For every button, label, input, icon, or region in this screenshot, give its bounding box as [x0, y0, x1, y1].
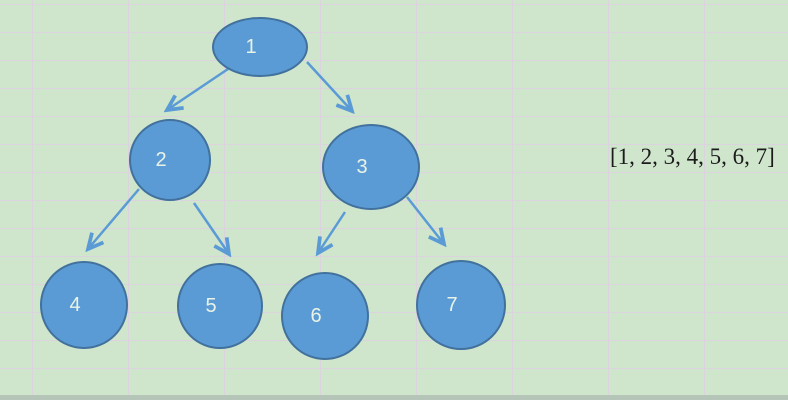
tree-node-2[interactable]: 2: [129, 119, 211, 201]
edge-arrow-2-4: [88, 188, 140, 249]
array-annotation-text: [1, 2, 3, 4, 5, 6, 7]: [610, 144, 775, 169]
tree-node-6[interactable]: 6: [281, 272, 369, 360]
bottom-band: [0, 395, 788, 400]
tree-node-7[interactable]: 7: [416, 260, 506, 350]
tree-node-4[interactable]: 4: [40, 261, 128, 349]
tree-node-3-label: 3: [356, 155, 368, 178]
edge-arrow-3-6: [318, 211, 347, 253]
tree-node-5[interactable]: 5: [177, 263, 263, 349]
edge-arrow-1-3: [306, 61, 352, 111]
tree-node-5-label: 5: [205, 294, 217, 317]
edge-arrow-1-2: [167, 67, 229, 110]
edge-arrow-3-7: [406, 196, 444, 244]
tree-node-4-label: 4: [69, 293, 81, 316]
tree-node-3[interactable]: 3: [322, 124, 420, 210]
tree-node-7-label: 7: [446, 293, 458, 316]
tree-node-6-label: 6: [310, 304, 322, 327]
tree-node-1[interactable]: 1: [212, 17, 308, 77]
tree-node-2-label: 2: [155, 148, 167, 171]
tree-node-1-label: 1: [245, 35, 257, 58]
edge-arrow-2-5: [192, 202, 229, 254]
